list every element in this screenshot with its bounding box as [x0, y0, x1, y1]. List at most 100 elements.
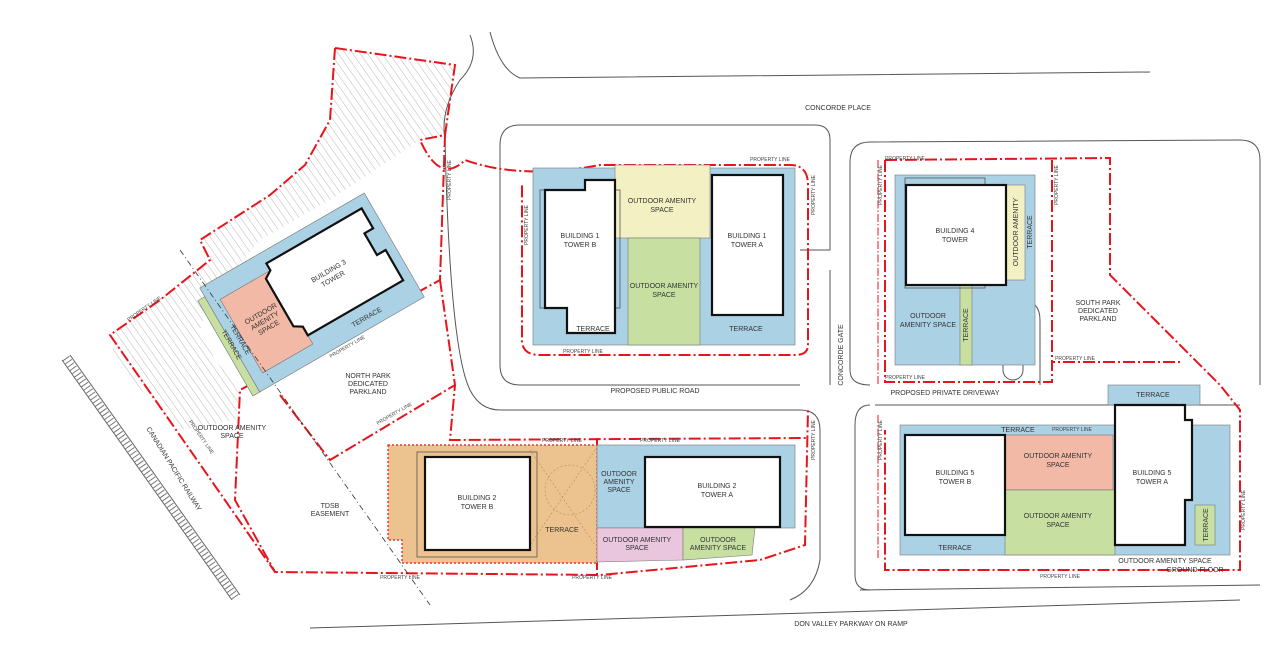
building-3: BUILDING 3TOWER OUTDOORAMENITYSPACE TERR… — [197, 192, 425, 397]
building2-tower-a-label: BUILDING 2 — [698, 483, 737, 490]
building2-amenity-blue-label-3: SPACE — [607, 487, 631, 494]
svg-text:OUTDOORAMENITY SPACE: OUTDOOR AMENITY SPACE — [900, 313, 956, 329]
building2-amenity-green-label-2: AMENITY SPACE — [690, 545, 746, 552]
building4-amenity-blue-label-2: AMENITY SPACE — [900, 322, 956, 329]
building4-terrace-right-label: TERRACE — [1027, 215, 1034, 249]
building2-amenity-blue-label-2: AMENITY — [603, 479, 634, 486]
svg-text:OUTDOOR AMENITYSPACE: OUTDOOR AMENITY SPACE — [1024, 453, 1093, 469]
svg-text:PROPERTY LINE: PROPERTY LINE — [1241, 489, 1247, 529]
svg-text:PROPERTY LINE: PROPERTY LINE — [811, 419, 817, 459]
railway-label: CANADIAN PACIFIC RAILWAY — [145, 426, 203, 513]
building4-tower-label-2: TOWER — [942, 237, 968, 244]
building1-amenity-mid-label-2: SPACE — [652, 292, 676, 299]
svg-text:PROPERTY LINE: PROPERTY LINE — [1054, 164, 1060, 204]
building2-amenity-blue-label: OUTDOOR — [601, 471, 637, 478]
building2-terrace-label: TERRACE — [545, 527, 579, 534]
building2-amenity-green-label: OUTDOOR — [700, 537, 736, 544]
building2-tower-b — [423, 455, 532, 552]
building5-tower-a-label-2: TOWER A — [1136, 479, 1168, 486]
building2-amenity-pink-label-2: SPACE — [625, 545, 649, 552]
svg-text:OUTDOOR AMENITYSPACE: OUTDOOR AMENITYSPACE — [628, 198, 697, 214]
svg-text:OUTDOORAMENITYSPACE: OUTDOORAMENITYSPACE — [601, 471, 637, 494]
svg-text:PROPERTY LINE: PROPERTY LINE — [572, 575, 612, 581]
building1-tower-b-label: BUILDING 1 — [561, 233, 600, 240]
building1-tower-a-label-2: TOWER A — [731, 242, 763, 249]
building5-amenity-salmon-label-2: SPACE — [1046, 462, 1070, 469]
dvp-ramp-label: DON VALLEY PARKWAY ON RAMP — [794, 621, 908, 628]
building5-amenity-ground-label-2: GROUND FLOOR — [1166, 567, 1223, 574]
building1-terrace-left-label: TERRACE — [576, 326, 610, 333]
building-5: BUILDING 5 TOWER B BUILDING 5 TOWER A TERR… — [899, 384, 1231, 574]
building5-terrace-bottom-label: TERRACE — [938, 545, 972, 552]
building5-tower-b-label-2: TOWER B — [939, 479, 972, 486]
building5-tower-a-label: BUILDING 5 — [1133, 470, 1172, 477]
building5-tower-a — [1113, 403, 1194, 547]
building1-terrace-right-label: TERRACE — [729, 326, 763, 333]
building1-amenity-mid-label: OUTDOOR AMENITY — [630, 283, 699, 290]
building4-amenity-yellow-label: OUTDOOR AMENITY — [1013, 197, 1020, 266]
building5-amenity-green — [1004, 489, 1116, 556]
svg-text:PROPERTY LINE: PROPERTY LINE — [640, 438, 680, 444]
building2-tower-b-label-2: TOWER B — [461, 504, 494, 511]
building5-amenity-green-label-2: SPACE — [1046, 522, 1070, 529]
building5-terrace-mid-label: TERRACE — [1001, 427, 1035, 434]
concorde-gate-label: CONCORDE GATE — [838, 324, 845, 386]
svg-text:OUTDOOR AMENITYSPACE: OUTDOOR AMENITYSPACE — [603, 537, 672, 552]
building5-terrace-top-label: TERRACE — [1136, 392, 1170, 399]
building4-tower-label: BUILDING 4 — [936, 228, 975, 235]
building4-terrace-green-label: TERRACE — [963, 308, 970, 342]
building1-amenity-top-label-2: SPACE — [650, 207, 674, 214]
building5-terrace-right — [1194, 504, 1216, 546]
building5-amenity-green-label: OUTDOOR AMENITY — [1024, 513, 1093, 520]
building2-amenity-green — [682, 527, 756, 561]
building4-tower — [904, 183, 1008, 287]
svg-text:PROPERTY LINE: PROPERTY LINE — [1040, 574, 1080, 580]
svg-text:PROPERTY LINE: PROPERTY LINE — [878, 419, 884, 459]
building-2: BUILDING 2 TOWER B BUILDING 2 TOWER A TERR… — [387, 444, 796, 564]
building5-amenity-salmon-label: OUTDOOR AMENITY — [1024, 453, 1093, 460]
concorde-place-label: CONCORDE PLACE — [805, 105, 871, 112]
svg-text:OUTDOOR AMENITYSPACE: OUTDOOR AMENITY SPACE — [1024, 513, 1093, 529]
building5-tower-b — [903, 433, 1007, 537]
building1-tower-a-label: BUILDING 1 — [728, 233, 767, 240]
svg-text:PROPERTY LINE: PROPERTY LINE — [811, 174, 817, 214]
building4-amenity-blue-label: OUTDOOR — [910, 313, 946, 320]
building2-tower-a-label-2: TOWER A — [701, 492, 733, 499]
building3-tower — [264, 206, 405, 337]
svg-text:PROPERTY LINE: PROPERTY LINE — [376, 401, 414, 426]
easement-line — [179, 249, 431, 606]
svg-text:OUTDOORAMENITY SPACE: OUTDOORAMENITY SPACE — [690, 537, 746, 552]
building1-amenity-top — [614, 164, 711, 239]
private-driveway-label: PROPOSED PRIVATE DRIVEWAY — [890, 390, 999, 397]
svg-text:PROPERTY LINE: PROPERTY LINE — [563, 349, 603, 355]
public-road-label: PROPOSED PUBLIC ROAD — [610, 388, 699, 395]
hatched-existing-area — [110, 48, 455, 430]
building2-tower-b-label: BUILDING 2 — [458, 495, 497, 502]
building1-tower-b-label-2: TOWER B — [564, 242, 597, 249]
building2-amenity-pink-label: OUTDOOR AMENITY — [603, 537, 672, 544]
svg-text:PROPERTY LINE: PROPERTY LINE — [750, 157, 790, 163]
building1-tower-b — [543, 178, 617, 335]
building5-amenity-salmon — [1004, 434, 1114, 491]
building5-terrace-right-label: TERRACE — [1203, 508, 1210, 542]
svg-text:PROPERTY LINE: PROPERTY LINE — [1055, 356, 1095, 362]
svg-text:PROPERTY LINE: PROPERTY LINE — [885, 375, 925, 381]
svg-text:PROPERTY LINE: PROPERTY LINE — [542, 438, 582, 444]
railway-track — [61, 354, 241, 601]
svg-text:PROPERTY LINE: PROPERTY LINE — [885, 156, 925, 162]
building5-tower-b-label: BUILDING 5 — [936, 470, 975, 477]
